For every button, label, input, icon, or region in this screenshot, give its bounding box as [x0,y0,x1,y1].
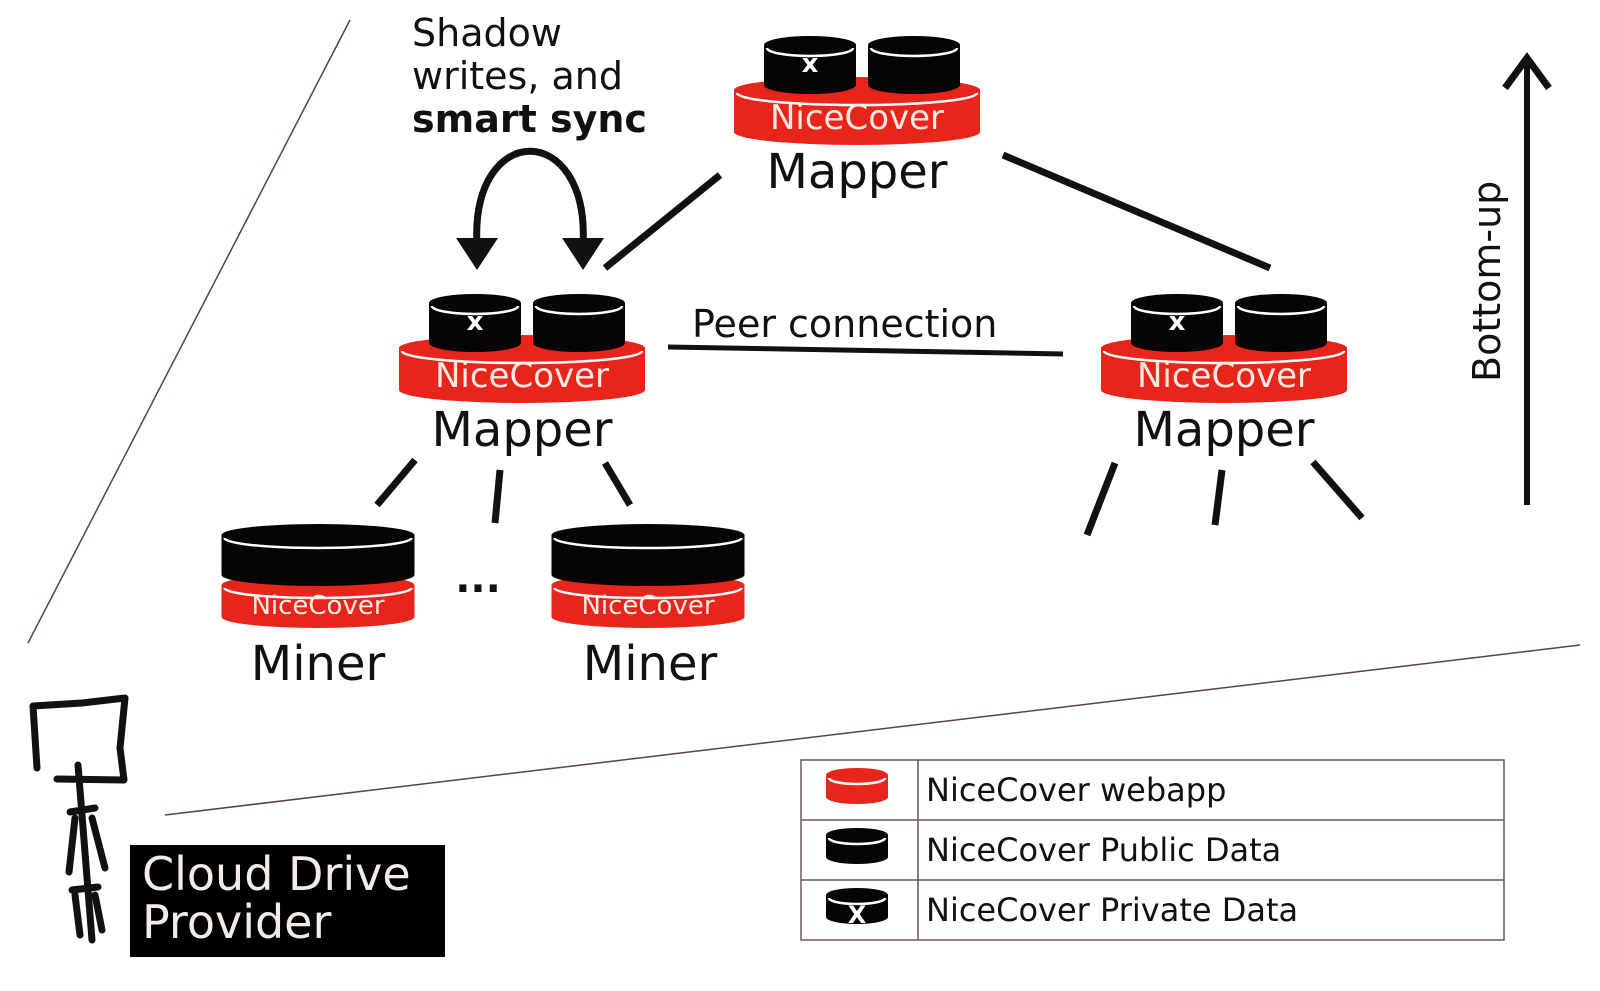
edge-right-down-3 [1310,459,1365,521]
edge-left-to-miner-1 [374,457,418,508]
node-top-private-data-cylinder-body [764,45,856,94]
provider-label-box [130,845,445,957]
arrowhead-left-icon [456,238,498,270]
miner-1-brand: NiceCover [251,591,384,621]
node-left-private-data-cylinder-body [429,303,521,352]
legend-label-webapp: NiceCover webapp [926,771,1226,809]
top-mapper-title: Mapper [766,144,947,200]
left-mapper-private-mark: x [467,307,484,337]
peer-connection-line [667,344,1064,357]
edge-top-to-left-mapper [602,172,723,271]
provider-label-line-2: Provider [142,895,331,949]
miner-2-public-data-cylinder [551,524,745,586]
node-top-webapp-cylinder-rim [735,92,979,107]
node-left-public-data-cylinder [533,294,625,352]
node-top-private-data-cylinder-rim [765,47,855,58]
left-mapper-brand: NiceCover [435,356,609,396]
right-mapper-title: Mapper [1133,402,1314,458]
black-cylinder-icon [826,828,888,864]
node-left-public-data-cylinder-top [533,294,625,312]
miner-2-webapp-cylinder-rim [553,587,743,600]
mapper-node-left [399,294,645,403]
provider-label-line-1: Cloud Drive [142,847,411,901]
node-right-public-data-cylinder-body [1235,303,1327,352]
left-mapper-title: Mapper [431,402,612,458]
node-left-public-data-cylinder-rim [534,305,624,316]
miner-2-title: Miner [583,636,718,692]
red-cylinder-icon-top [826,768,888,782]
annotation-line-3: smart sync [412,97,647,141]
red-cylinder-icon-rim [827,777,887,786]
annotation-line-1: Shadow [412,11,562,55]
miner-1-webapp-cylinder-rim [223,587,413,600]
legend [800,759,1505,941]
mapper-node-right [1101,294,1347,403]
arrow-up-icon [1502,52,1552,91]
node-right-private-data-cylinder-top [1131,294,1223,312]
connections [374,151,1365,537]
top-mapper-brand: NiceCover [770,98,944,138]
miner-2-public-data-cylinder-rim [553,537,743,550]
legend-private-mark: X [848,901,867,929]
sync-arc [473,147,587,246]
black-cylinder-x-icon-top [826,888,888,902]
node-right-public-data-cylinder [1235,294,1327,352]
node-left-private-data-cylinder-top [429,294,521,312]
bottom-up-label: Bottom-up [1465,181,1509,382]
node-top-public-data-cylinder [868,36,960,94]
top-mapper-private-mark: x [802,49,819,79]
right-mapper-private-mark: x [1169,307,1186,337]
node-top-private-data-cylinder-top [764,36,856,54]
node-top-public-data-cylinder-top [868,36,960,54]
red-cylinder-icon [826,768,888,804]
node-left-private-data-cylinder-rim [430,305,520,316]
provider-figure-icon [29,694,129,944]
mapper-node-top [734,36,980,145]
edge-left-to-miner-2 [601,461,634,507]
sync-arrow [456,147,604,270]
edge-top-to-right-mapper [1001,151,1272,272]
node-right-public-data-cylinder-top [1235,294,1327,312]
miner-ellipsis: ... [455,556,501,602]
node-top-public-data-cylinder-body [868,45,960,94]
annotation-line-2: writes, and [412,54,623,98]
miner-1-public-data-cylinder [221,524,415,586]
miner-node-2 [551,524,745,628]
miner-2-public-data-cylinder-top [551,524,745,546]
arrowhead-right-icon [562,238,604,270]
node-right-private-data-cylinder [1131,294,1223,352]
legend-label-private-data: NiceCover Private Data [926,891,1298,929]
black-cylinder-icon-rim [827,837,887,846]
black-cylinder-x-icon [826,888,888,924]
peer-connection-label: Peer connection [692,302,997,346]
perspective-line-left [27,19,351,644]
black-cylinder-x-icon-rim [827,897,887,906]
miner-node-1 [221,524,415,628]
node-left-webapp-cylinder-rim [400,350,644,365]
black-cylinder-icon-top [826,828,888,842]
right-mapper-brand: NiceCover [1137,356,1311,396]
node-right-private-data-cylinder-body [1131,303,1223,352]
node-left-public-data-cylinder-body [533,303,625,352]
miner-1-public-data-cylinder-top [221,524,415,546]
edge-right-down-2 [1211,469,1226,526]
node-right-public-data-cylinder-rim [1236,305,1326,316]
node-right-webapp-cylinder-rim [1102,350,1346,365]
node-top-public-data-cylinder-rim [869,47,959,58]
miner-1-public-data-cylinder-rim [223,537,413,550]
miner-1-title: Miner [251,636,386,692]
miner-2-brand: NiceCover [581,591,714,621]
edge-left-to-miner-dots [491,469,504,524]
perspective-line-bottom [164,644,1581,816]
edge-right-down-1 [1083,461,1119,537]
node-top-private-data-cylinder [764,36,856,94]
node-left-private-data-cylinder [429,294,521,352]
bottom-up-arrow [1502,52,1552,505]
legend-label-public-data: NiceCover Public Data [926,831,1281,869]
node-right-private-data-cylinder-rim [1132,305,1222,316]
